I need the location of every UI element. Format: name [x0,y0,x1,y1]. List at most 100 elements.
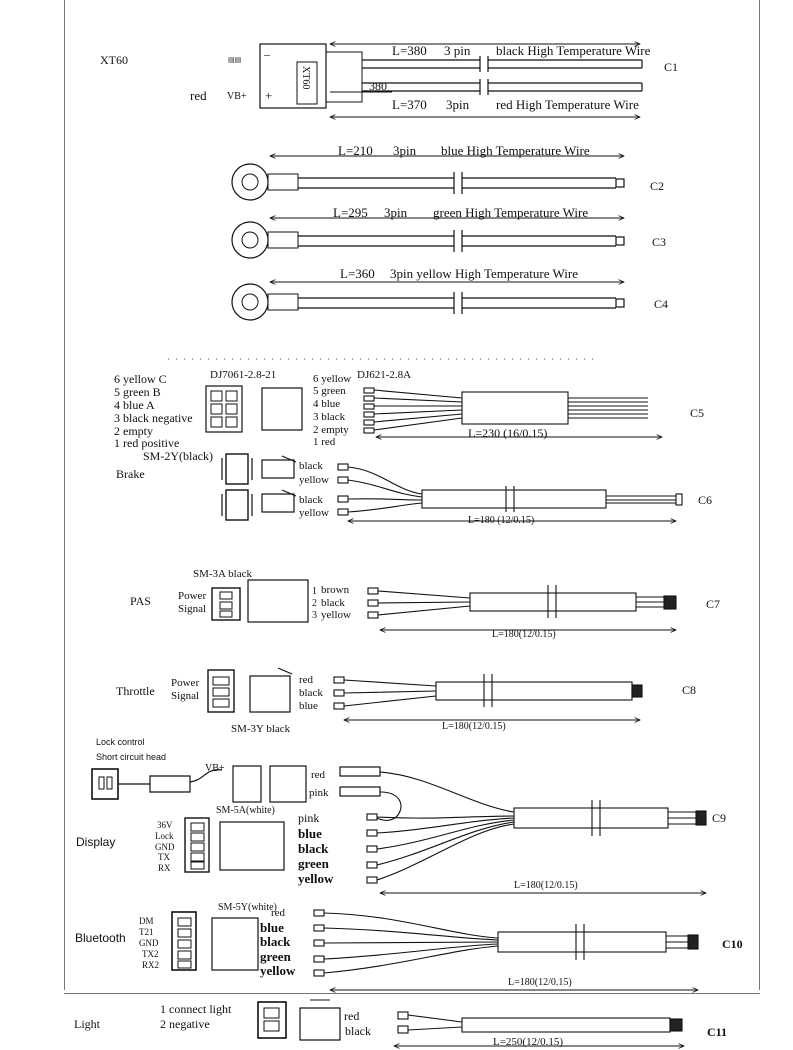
c7-pin-3: 3 [312,610,317,621]
c5-left-pin-5: 5 green B [114,385,161,399]
c11-pin-2: 2 negative [160,1017,210,1031]
harness-c6: SM-2Y(black) Brake black yellow black ye… [116,449,712,526]
c9-short-circuit-head [91,768,119,800]
c9-sheath [513,807,669,829]
c8-len: L=180(12/0.15) [442,721,506,732]
c2-crimp [267,173,299,191]
c9-pin-5: RX [158,863,171,873]
c6-wire-2: yellow [299,474,329,486]
c7-conn: SM-3A black [193,568,252,580]
bottom-frame-line [64,993,760,994]
c9-lock-male [232,765,262,803]
harness-c3: L=295 3pin green High Temperature Wire C… [231,205,666,259]
c7-id: C7 [706,597,720,611]
c8-female-housing [249,675,291,713]
c2-desc: blue High Temperature Wire [441,143,590,158]
c6-wire-1: black [299,460,323,472]
harness-c9: Lock control Short circuit head VB+ red … [76,737,726,893]
c5-right-pin-6: 6 yellow [313,373,351,385]
c9-pin-1: 36V [157,820,173,830]
c1-pin-top: 3 pin [444,43,471,58]
harness-c11: Light 1 connect light 2 negative red bla… [74,999,727,1048]
c5-left-pin-6: 6 yellow C [114,372,167,386]
c10-label: Bluetooth [75,931,126,945]
c6-label: Brake [116,467,145,481]
c11-female-housing [299,1007,341,1041]
c2-id: C2 [650,179,664,193]
c9-wire-1: pink [298,811,319,825]
c11-pin-1: 1 connect light [160,1002,232,1016]
harness-c4: L=360 3pin yellow High Temperature Wire … [231,266,668,321]
c7-male-housing [211,587,241,621]
c8-wire-3: blue [299,700,318,712]
c1-vb-label: VB+ [227,91,247,102]
c7-pin-2: 2 [312,598,317,609]
c2-pin: 3pin [393,143,417,158]
c10-wire-1: red [271,907,286,919]
c9-display-male [184,817,210,873]
c10-wire-3: black [260,934,291,949]
c5-left-pin-3: 3 black negative [114,411,193,425]
c11-id: C11 [707,1025,727,1039]
c10-pin-3: GND [139,938,159,948]
left-frame-line [64,0,65,990]
c4-len: L=360 [340,266,375,281]
c9-len: L=180(12/0.15) [514,880,578,891]
c8-sheath [435,681,633,701]
right-frame-line [759,0,760,990]
c5-right-pin-3: 3 black [313,411,346,423]
c11-sheath [461,1017,671,1033]
c3-id: C3 [652,235,666,249]
c7-label: PAS [130,594,151,608]
c2-ring-terminal [231,163,269,201]
c10-pin-5: RX2 [142,960,159,970]
c10-wire-2: blue [260,920,284,935]
c9-conn: SM-5A(white) [216,805,275,816]
c10-wire-4: green [260,949,292,964]
c1-housing-label: XT60 [300,66,311,89]
c7-female-housing [247,579,309,623]
harness-c10: SM-5Y(white) Bluetooth DM T21 GND TX2 RX… [75,902,743,990]
c9-vb: VB+ [205,763,225,774]
c6-len: L=180 (12/0.15) [468,515,534,526]
xt60-terminal-block [325,51,363,103]
harness-c7: SM-3A black PAS Power Signal 1 2 3 brown… [130,568,720,640]
c9-wire-3: black [298,841,329,856]
harness-c1: XT60 red ▤▤ VB+ – + XT60 L=380 3 pin bla… [100,43,678,117]
c7-wire-1: brown [321,584,350,596]
c5-id: C5 [690,406,704,420]
c3-len: L=295 [333,205,368,220]
c3-pin: 3pin [384,205,408,220]
c1-len-bot: L=370 [392,97,427,112]
c9-top-wire-2: pink [309,787,329,799]
c8-conn: SM-3Y black [231,723,291,735]
c6-id: C6 [698,493,712,507]
c4-id: C4 [654,297,668,311]
c1-id: C1 [664,60,678,74]
c1-name: XT60 [100,53,128,67]
c5-len: L=230 (16/0.15) [468,426,547,440]
c9-lock-female [269,765,307,803]
c1-pin-bot: 3pin [446,97,470,112]
c7-left-a: Power [178,590,206,602]
c8-left-a: Power [171,677,199,689]
c9-wire-4: green [298,856,330,871]
c5-female-housing [261,387,303,431]
harness-c2: L=210 3pin blue High Temperature Wire C2 [231,143,664,201]
c2-len: L=210 [338,143,373,158]
c3-crimp [267,231,299,249]
c9-pin-2: Lock [155,831,174,841]
c9-pin-4: TX [158,852,170,862]
c5-conn-b: DJ621-2.8A [357,369,411,381]
harness-c5: 6 yellow C 5 green B 4 blue A 3 black ne… [114,358,704,450]
c9-wire-5: yellow [298,871,334,886]
c5-male-housing [205,385,243,433]
c1-mini-icon: ▤▤ [228,56,241,64]
c9-lock-b: Short circuit head [96,752,166,762]
c10-len: L=180(12/0.15) [508,977,572,988]
c1-desc-top: black High Temperature Wire [496,43,651,58]
c10-wire-5: yellow [260,963,296,978]
c7-wire-3: yellow [321,609,351,621]
c10-sheath [497,931,667,953]
c10-pin-2: T21 [139,927,154,937]
